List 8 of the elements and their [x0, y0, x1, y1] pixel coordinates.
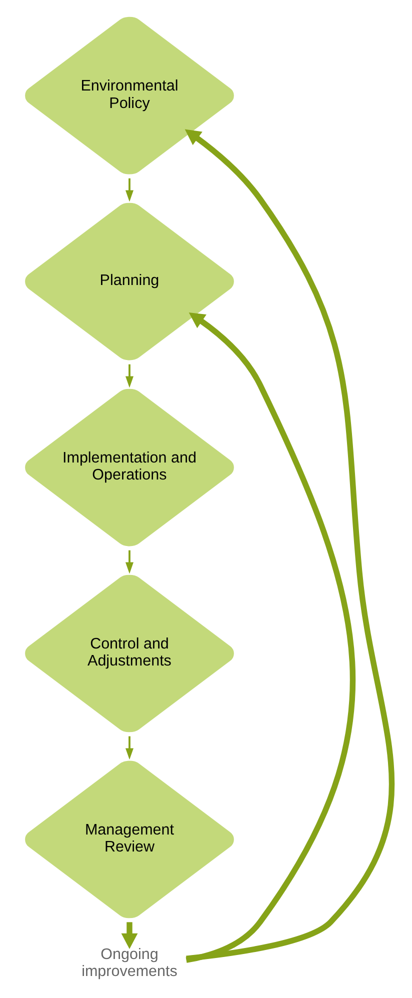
- node-text: Ongoing improvements: [82, 946, 178, 980]
- arrow: [125, 364, 134, 388]
- arrow: [125, 736, 134, 760]
- arrow: [121, 922, 138, 950]
- arrow: [184, 129, 394, 962]
- arrow: [186, 312, 356, 963]
- arrow: [125, 178, 134, 202]
- arrow: [125, 550, 134, 574]
